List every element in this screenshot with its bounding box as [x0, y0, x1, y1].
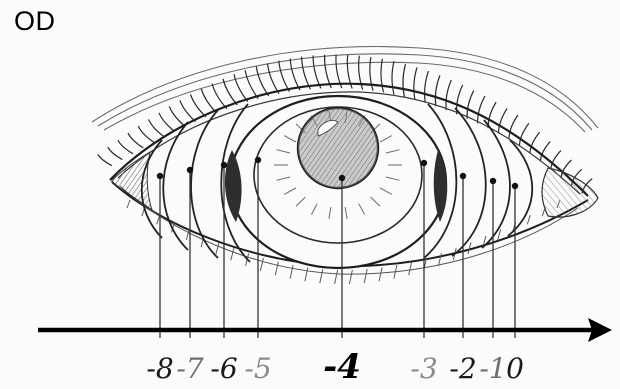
scale-tick-label: -4 [323, 347, 361, 387]
scale-tick-label: -5 [244, 352, 271, 385]
scale-marker-dot [512, 183, 518, 189]
scale-marker-dot [460, 173, 466, 179]
scale-marker-dot [157, 173, 163, 179]
scale-marker-dot [339, 175, 345, 181]
scale-tick-label: -7 [176, 352, 203, 385]
scale-marker-dot [255, 157, 261, 163]
scale-tick-label: -2 [449, 352, 476, 385]
scale-tick-label: -6 [210, 352, 237, 385]
scale-tick-label: 0 [506, 352, 524, 385]
scale-marker-dot [221, 162, 227, 168]
scale-tick-label: -3 [410, 352, 437, 385]
scale-tick-label: -1 [479, 352, 506, 385]
inner-canthus [542, 168, 598, 217]
scale-marker-dot [187, 167, 193, 173]
scale-marker-dot [421, 160, 427, 166]
scale-tick-label: -8 [146, 352, 173, 385]
scale-marker-dot [490, 178, 496, 184]
